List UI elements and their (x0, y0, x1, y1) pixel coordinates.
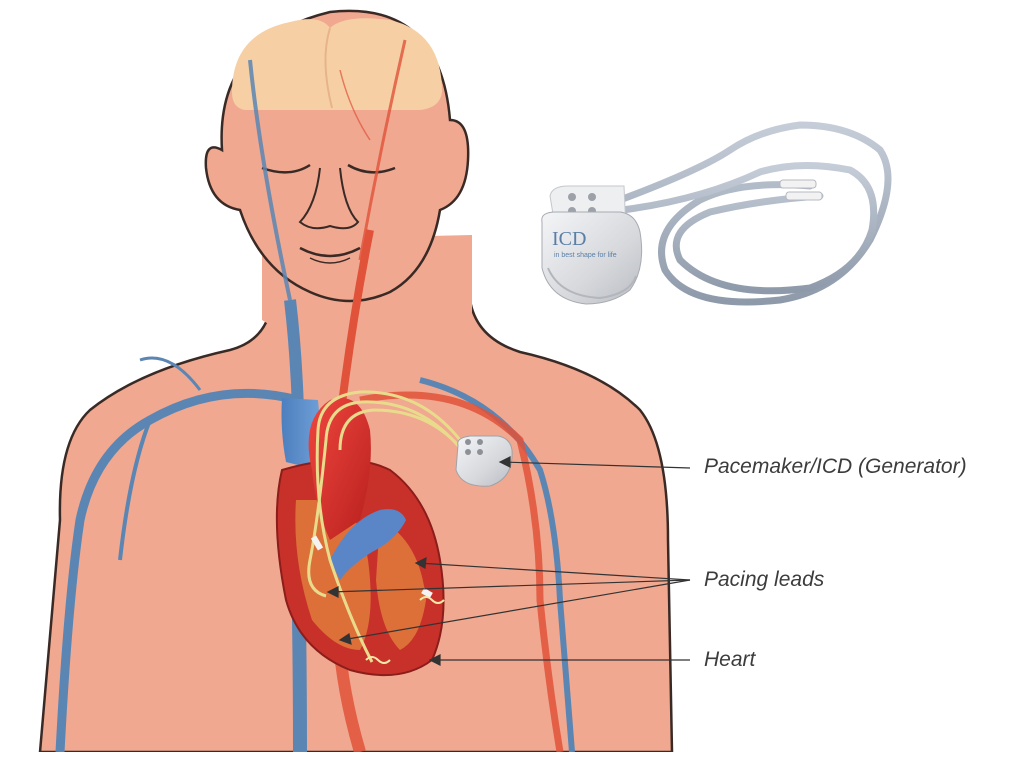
device-cable-1 (620, 125, 888, 302)
heart-label: Heart (704, 648, 755, 672)
device-tagline-text: in best shape for life (554, 252, 617, 259)
brain (232, 18, 442, 110)
generator-label: Pacemaker/ICD (Generator) (704, 455, 967, 479)
icd-device (542, 125, 888, 304)
pacing-leads-label: Pacing leads (704, 568, 824, 592)
device-brand-text: ICD (552, 228, 586, 251)
